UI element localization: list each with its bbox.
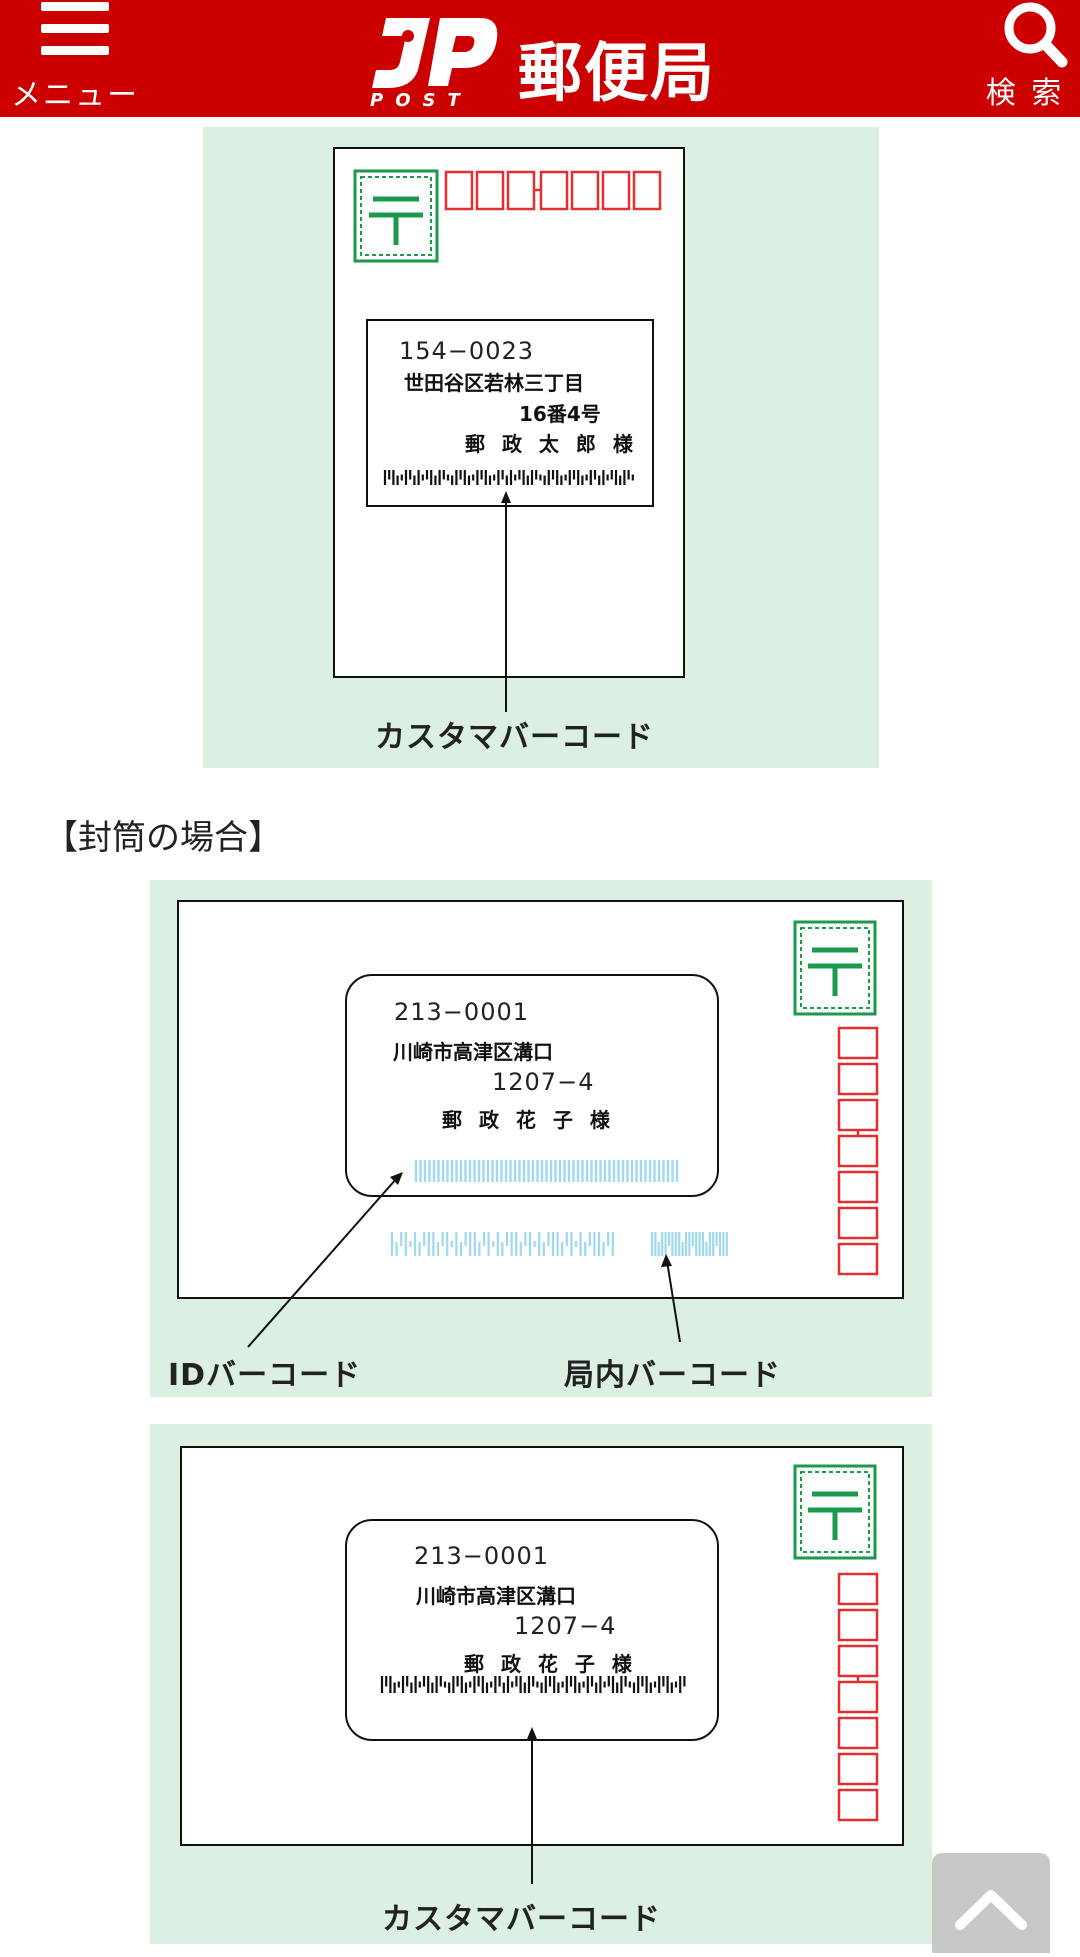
chevron-up-icon — [955, 1890, 1027, 1930]
envelope1-address-line2: 1207−4 — [492, 1068, 595, 1096]
customer-barcode-label: カスタマバーコード — [382, 1902, 661, 1937]
envelope2-address-line2: 1207−4 — [514, 1612, 617, 1640]
envelope2-zip: 213−0001 — [414, 1542, 549, 1570]
envelope2-recipient-name: 郵 政 花 子 様 — [464, 1652, 637, 1676]
envelope-id-barcode-illustration — [177, 900, 904, 1348]
stamp-icon — [793, 920, 877, 1016]
menu-button[interactable]: メニュー — [10, 0, 140, 117]
customer-barcode-label: カスタマバーコード — [375, 720, 654, 755]
envelope-section-heading: 【封筒の場合】 — [44, 818, 282, 858]
office-barcode-label: 局内バーコード — [564, 1358, 781, 1393]
postcard-recipient-name: 郵 政 太 郎 様 — [465, 432, 638, 456]
postal-code-boxes — [444, 170, 662, 211]
postcard-zip: 154−0023 — [399, 337, 534, 365]
id-barcode-label: IDバーコード — [168, 1358, 362, 1393]
customer-barcode — [383, 470, 634, 485]
search-icon — [1004, 2, 1068, 68]
stamp-icon — [793, 1464, 877, 1560]
postcard-figure: 154−0023 世田谷区若林三丁目 16番4号 郵 政 太 郎 様 カスタマバ… — [203, 127, 879, 768]
envelope-id-barcode-figure: 213−0001 川崎市高津区溝口 1207−4 郵 政 花 子 様 IDバーコ… — [150, 880, 932, 1397]
postcard-illustration — [333, 147, 685, 712]
search-button[interactable]: 検 索 — [970, 0, 1080, 117]
back-to-top-button[interactable] — [932, 1853, 1050, 1953]
id-barcode — [414, 1160, 679, 1182]
envelope-customer-barcode-figure: 213−0001 川崎市高津区溝口 1207−4 郵 政 花 子 様 カスタマバ… — [150, 1424, 932, 1944]
office-barcode-right — [650, 1232, 728, 1256]
stamp-icon — [353, 169, 439, 263]
site-header: メニュー POST 郵便局 検 索 — [0, 0, 1080, 117]
postcard-address-line2: 16番4号 — [519, 402, 601, 426]
svg-text:POST: POST — [370, 90, 472, 108]
envelope1-recipient-name: 郵 政 花 子 様 — [442, 1108, 615, 1132]
logo-text: 郵便局 — [518, 37, 716, 111]
customer-barcode — [380, 1676, 686, 1693]
envelope2-address-line1: 川崎市高津区溝口 — [416, 1584, 576, 1608]
jp-post-logo-icon: POST — [370, 18, 498, 111]
search-label: 検 索 — [985, 76, 1065, 111]
postcard-address-line1: 世田谷区若林三丁目 — [404, 371, 584, 395]
postal-code-boxes — [837, 1026, 879, 1276]
menu-label: メニュー — [11, 78, 139, 113]
japan-post-logo[interactable]: POST 郵便局 — [368, 8, 728, 111]
envelope-customer-barcode-illustration — [180, 1446, 904, 1884]
office-barcode-left — [390, 1232, 614, 1256]
postal-code-boxes — [837, 1572, 879, 1822]
hamburger-menu-icon — [41, 2, 109, 55]
envelope1-address-line1: 川崎市高津区溝口 — [393, 1040, 553, 1064]
envelope1-zip: 213−0001 — [394, 998, 529, 1026]
